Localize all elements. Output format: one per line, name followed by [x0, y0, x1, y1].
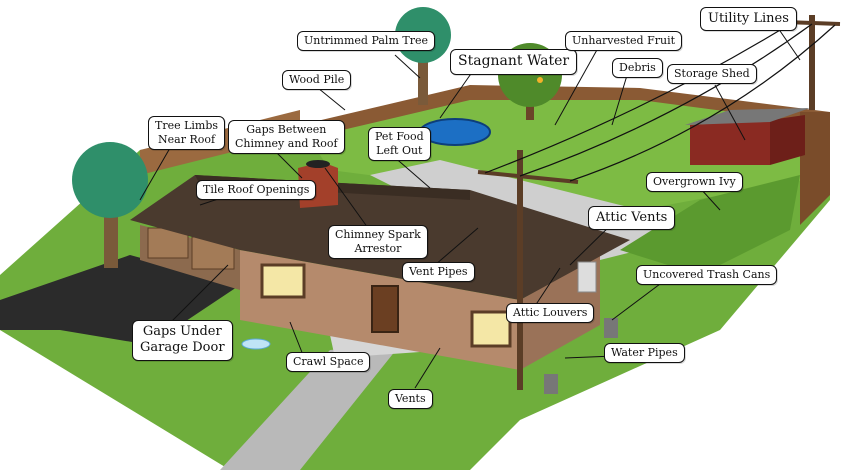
label-vent-pipes: Vent Pipes [402, 262, 475, 282]
label-gaps-chimney-roof: Gaps Between Chimney and Roof [228, 120, 345, 154]
attic-louvers [577, 261, 597, 293]
chimney-spark-arrestor [306, 160, 330, 168]
label-chimney-spark-arrestor: Chimney Spark Arrestor [328, 225, 428, 259]
power-lines [484, 23, 836, 182]
label-uncovered-trash-cans: Uncovered Trash Cans [636, 265, 778, 285]
label-overgrown-ivy: Overgrown Ivy [646, 172, 743, 192]
palm-tree-front [72, 142, 148, 268]
storage-shed [685, 108, 810, 165]
label-water-pipes: Water Pipes [604, 343, 685, 363]
overgrown-ivy [620, 175, 800, 275]
label-tile-roof-openings: Tile Roof Openings [196, 180, 317, 200]
label-storage-shed: Storage Shed [667, 64, 757, 84]
front-window-left [260, 263, 306, 299]
trash-can-front [544, 374, 558, 394]
label-utility-lines: Utility Lines [700, 7, 797, 32]
label-tree-limbs-near-roof: Tree Limbs Near Roof [148, 116, 226, 150]
front-door [371, 285, 399, 333]
palm-tree-back [395, 7, 451, 105]
label-vents: Vents [388, 389, 433, 409]
label-crawl-space: Crawl Space [286, 352, 371, 372]
label-debris: Debris [612, 58, 663, 78]
label-attic-louvers: Attic Louvers [506, 303, 595, 323]
label-gaps-under-garage-door: Gaps Under Garage Door [132, 320, 233, 361]
birdbath [241, 338, 271, 350]
label-unharvested-fruit: Unharvested Fruit [565, 31, 683, 51]
walkway [220, 345, 400, 470]
label-stagnant-water: Stagnant Water [450, 49, 578, 75]
front-window-right [470, 310, 512, 348]
label-wood-pile: Wood Pile [282, 70, 352, 90]
label-attic-vents: Attic Vents [588, 206, 676, 231]
utility-poles [517, 15, 815, 390]
label-untrimmed-palm-tree: Untrimmed Palm Tree [297, 31, 435, 51]
trash-can-side [604, 318, 618, 338]
label-pet-food-left-out: Pet Food Left Out [368, 127, 431, 161]
